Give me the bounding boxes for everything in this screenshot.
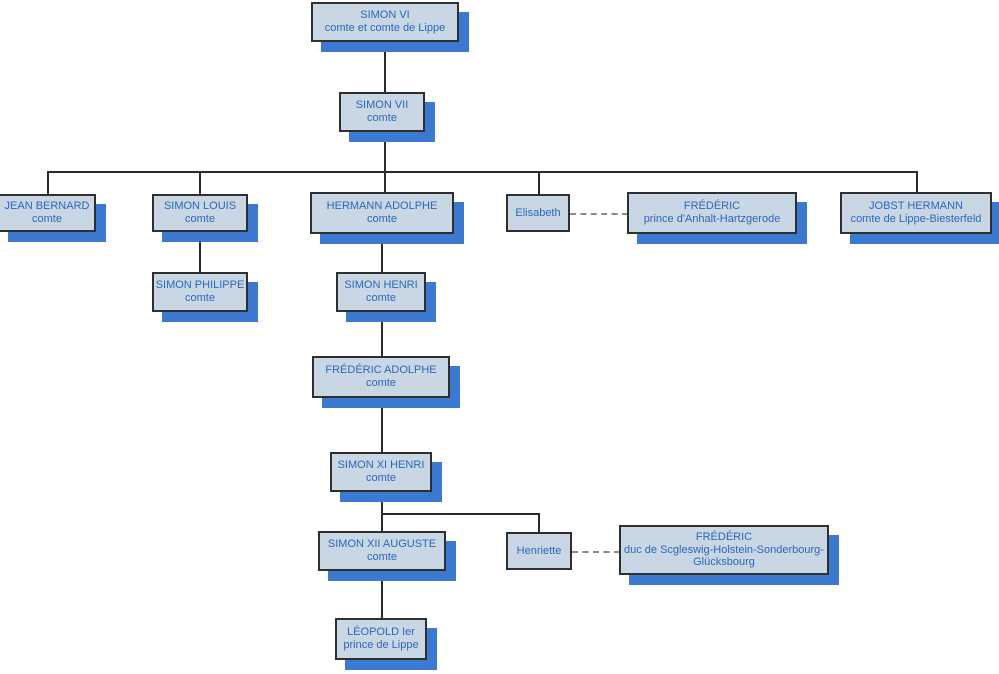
- person-node-elisab[interactable]: Elisabeth: [506, 194, 570, 232]
- person-title: comte: [367, 551, 397, 563]
- connector-simon-xi-stem-down: [381, 492, 383, 514]
- person-name: SIMON HENRI: [344, 279, 418, 292]
- person-title: comte: [185, 292, 215, 304]
- person-name: FRÉDÉRIC ADOLPHE: [325, 364, 437, 377]
- connector-generation2-bus: [47, 171, 917, 173]
- person-title: comte: [32, 213, 62, 225]
- person-node-henri[interactable]: Henriette: [506, 532, 572, 570]
- person-title: comte: [367, 112, 397, 124]
- connector-simon-henri-to-frederic-adolphe: [381, 312, 383, 357]
- connector-generation-bus-lower: [381, 513, 540, 515]
- connector-simon6-to-simon7: [384, 42, 386, 92]
- connector-simon7-stem-down: [384, 132, 386, 172]
- connector-bus-to-henriette: [538, 513, 540, 533]
- person-title: prince d'Anhalt-Hartzgerode: [643, 213, 781, 225]
- person-name: Henriette: [516, 544, 562, 557]
- person-name: JEAN BERNARD: [4, 200, 90, 213]
- person-name: SIMON LOUIS: [163, 200, 237, 213]
- person-name: HERMANN ADOLPHE: [326, 200, 438, 213]
- person-name: SIMON VII: [355, 99, 409, 112]
- connector-bus-to-jobst: [916, 171, 918, 193]
- person-name: SIMON PHILIPPE: [155, 279, 245, 292]
- person-name: LÉOPOLD Ier: [347, 626, 415, 639]
- person-title: duc de Scgleswig-Holstein-Sonderbourg-Gl…: [624, 543, 824, 569]
- marriage-connector-elisabeth-frederic: [570, 213, 628, 215]
- connector-simon-louis-to-simon-philippe: [199, 232, 201, 273]
- person-title: prince de Lippe: [343, 639, 419, 651]
- connector-frederic-adolphe-to-simon-xi: [381, 398, 383, 453]
- person-name: JOBST HERMANN: [869, 200, 963, 213]
- person-name: SIMON XI HENRI: [337, 459, 425, 472]
- connector-hermann-to-simon-henri: [381, 234, 383, 273]
- person-title: comte: [366, 292, 396, 304]
- connector-bus-to-elisabeth: [538, 171, 540, 195]
- person-title: comte et comte de Lippe: [324, 22, 446, 34]
- connector-bus-to-jean: [47, 171, 49, 195]
- person-name: FRÉDÉRIC: [695, 530, 753, 543]
- marriage-connector-henriette-frederic: [572, 551, 620, 553]
- person-name: SIMON VI: [360, 9, 410, 22]
- node-face[interactable]: Henriette: [506, 532, 572, 570]
- connector-bus-to-hermann: [384, 171, 386, 193]
- node-face[interactable]: Elisabeth: [506, 194, 570, 232]
- person-title: comte: [185, 213, 215, 225]
- person-title: comte de Lippe-Biesterfeld: [850, 213, 982, 225]
- connector-bus-to-simon-louis: [199, 171, 201, 195]
- connector-bus-to-simon-xii: [381, 513, 383, 532]
- person-name: FRÉDÉRIC: [683, 200, 741, 213]
- person-title: comte: [366, 377, 396, 389]
- connector-simon-xii-to-leopold: [381, 571, 383, 619]
- person-name: SIMON XII AUGUSTE: [327, 538, 437, 551]
- person-name: Elisabeth: [515, 206, 561, 219]
- person-title: comte: [366, 472, 396, 484]
- person-title: comte: [367, 213, 397, 225]
